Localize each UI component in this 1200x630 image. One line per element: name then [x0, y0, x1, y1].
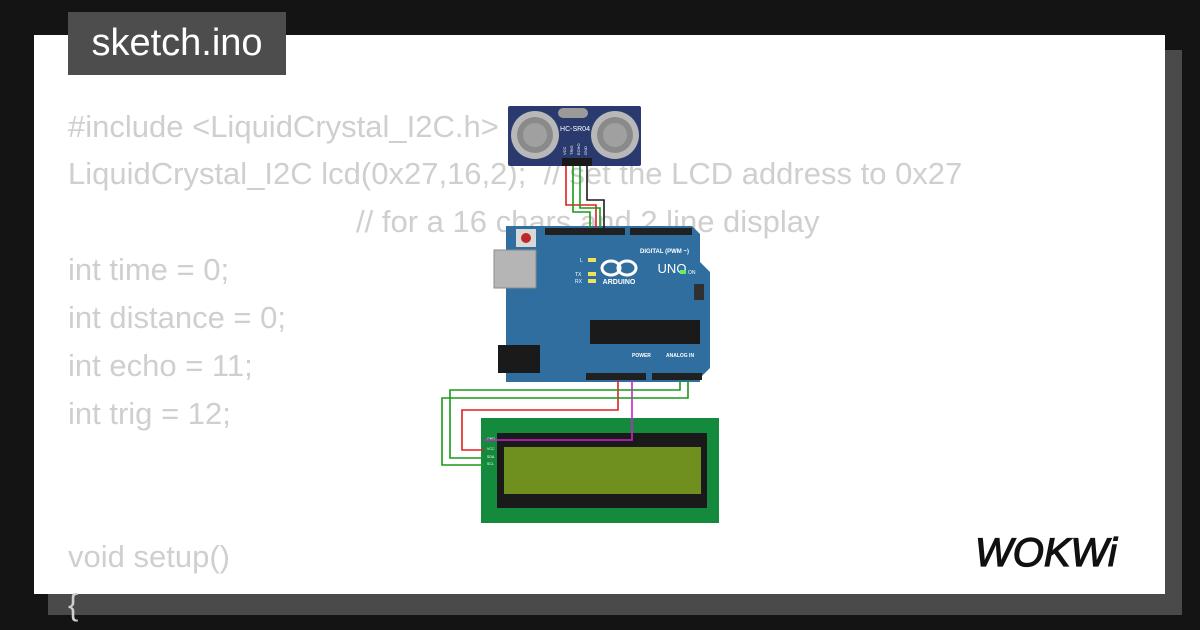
code-line-7: int trig = 12; [68, 396, 231, 431]
logo-text: WOKWi [975, 531, 1118, 575]
code-line-6: int echo = 11; [68, 348, 253, 383]
lcd-pin-gnd: GND [487, 437, 495, 441]
sensor-pin-trig: TRIG [569, 145, 574, 155]
analog-in-label: ANALOG IN [666, 353, 694, 359]
arduino-brand-label: ARDUINO [603, 279, 636, 286]
tx-led-label: TX [575, 272, 582, 278]
code-line-1: #include <LiquidCrystal_I2C.h> [68, 109, 499, 144]
code-line-9: { [68, 587, 79, 622]
wires [441, 166, 689, 466]
digital-pwm-label: DIGITAL (PWM ~) [640, 249, 689, 255]
wokwi-logo: WOKWi [974, 528, 1150, 581]
power-label: POWER [632, 353, 651, 359]
sensor-pin-gnd: GND [583, 146, 588, 155]
lcd-display[interactable]: GND VCC SDA SCL [481, 418, 719, 523]
sensor-pin-echo: ECHO [576, 143, 581, 155]
arduino-uno-board[interactable]: DIGITAL (PWM ~) UNO ARDUINO ON L TX RX P… [493, 226, 710, 382]
arduino-model-label: UNO [658, 261, 687, 276]
sensor-pin-vcc: VCC [562, 146, 567, 155]
rx-led-label: RX [575, 279, 583, 285]
l-led-label: L [580, 258, 583, 264]
file-title-tab[interactable]: sketch.ino [68, 12, 286, 75]
lcd-pin-scl: SCL [487, 462, 494, 466]
code-line-4: int time = 0; [68, 252, 230, 287]
lcd-pin-sda: SDA [487, 455, 495, 459]
code-line-5: int distance = 0; [68, 300, 286, 335]
code-line-3: // for a 16 chars and 2 line display [356, 204, 820, 239]
sensor-label: HC-SR04 [560, 126, 590, 133]
code-line-8: void setup() [68, 539, 230, 574]
ultrasonic-sensor[interactable]: HC-SR04 VCC TRIG ECHO GND [508, 106, 641, 166]
lcd-pin-vcc: VCC [487, 447, 495, 451]
on-led-label: ON [688, 270, 696, 276]
